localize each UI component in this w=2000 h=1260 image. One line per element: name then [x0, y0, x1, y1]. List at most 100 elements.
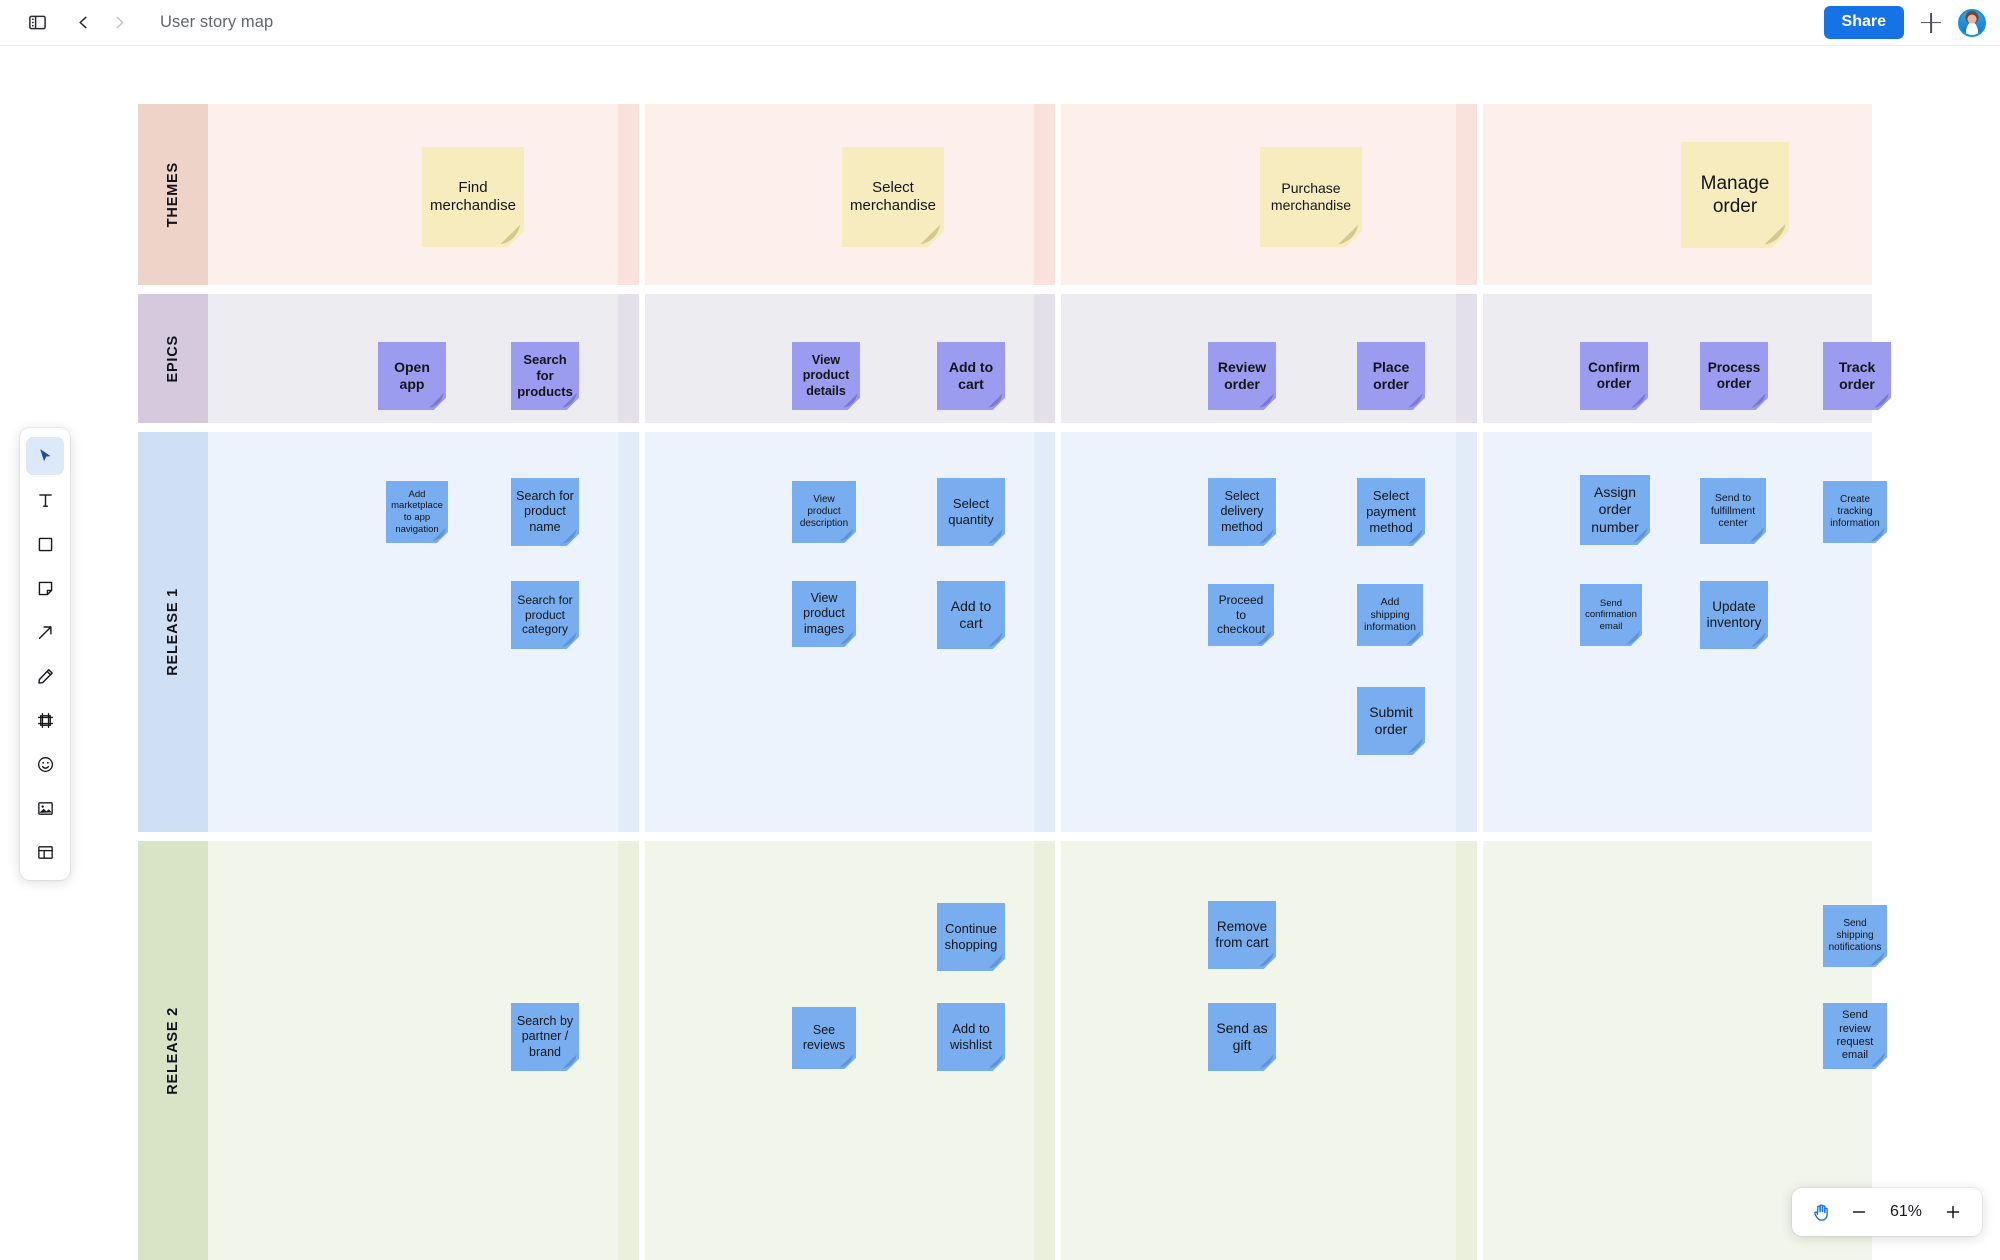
note-text: Add marketplace to app navigation	[391, 489, 443, 535]
note-text: Select merchandise	[847, 179, 939, 216]
story-note[interactable]: Add shipping information	[1357, 584, 1423, 646]
template-tool[interactable]	[26, 833, 64, 871]
note-text: Remove from cart	[1213, 919, 1271, 952]
select-tool[interactable]	[26, 437, 64, 475]
zoom-level[interactable]: 61%	[1880, 1203, 1932, 1221]
note-text: Search for product name	[516, 489, 574, 535]
story-note[interactable]: Create tracking information	[1823, 481, 1887, 543]
epic-note[interactable]: Add to cart	[937, 342, 1005, 410]
text-tool[interactable]	[26, 481, 64, 519]
note-text: Continue shopping	[942, 921, 1000, 953]
swimlane-body-themes[interactable]: Find merchandise Select merchandise Purcha…	[208, 104, 1872, 285]
story-note[interactable]: Assign order number	[1580, 475, 1650, 545]
story-note[interactable]: Proceed to checkout	[1208, 584, 1274, 646]
top-bar: User story map Share	[0, 0, 2000, 46]
epic-note[interactable]: Process order	[1700, 342, 1768, 410]
swimlane-themes[interactable]: THEMES Find merchandise Select merchandis…	[138, 104, 1872, 285]
image-tool[interactable]	[26, 789, 64, 827]
note-text: Add to cart	[942, 598, 1000, 632]
epic-note[interactable]: Search for products	[511, 342, 579, 410]
note-text: Track order	[1828, 359, 1886, 393]
story-note[interactable]: Search for product category	[511, 581, 579, 649]
story-note[interactable]: Select delivery method	[1208, 478, 1276, 546]
note-text: Add to wishlist	[942, 1021, 1000, 1053]
swimlane-label-epics[interactable]: EPICS	[138, 294, 208, 423]
note-text: Add shipping information	[1362, 596, 1418, 634]
note-text: View product images	[797, 591, 851, 637]
note-text: View product details	[797, 353, 855, 399]
avatar[interactable]	[1958, 9, 1986, 37]
theme-note[interactable]: Find merchandise	[422, 147, 524, 247]
epic-note[interactable]: Open app	[378, 342, 446, 410]
story-note[interactable]: Add marketplace to app navigation	[386, 481, 448, 543]
story-note[interactable]: Send as gift	[1208, 1003, 1276, 1071]
epic-note[interactable]: Confirm order	[1580, 342, 1648, 410]
swimlane-release-1[interactable]: RELEASE 1 Add marketplace to app navigat…	[138, 432, 1872, 832]
swimlane-epics[interactable]: EPICS Open app Search for products View pr…	[138, 294, 1872, 423]
sticky-note-tool[interactable]	[26, 569, 64, 607]
nav-forward-icon[interactable]	[104, 8, 134, 38]
note-text: Place order	[1362, 359, 1420, 393]
theme-note[interactable]: Select merchandise	[842, 147, 944, 247]
epic-note[interactable]: Track order	[1823, 342, 1891, 410]
note-text: Select delivery method	[1213, 489, 1271, 535]
sidebar-panel-icon[interactable]	[22, 8, 52, 38]
add-icon[interactable]	[1918, 10, 1944, 36]
top-bar-actions: Share	[1824, 6, 2000, 39]
page-title[interactable]: User story map	[160, 13, 273, 32]
swimlane-label-release-1[interactable]: RELEASE 1	[138, 432, 208, 832]
zoom-in-button[interactable]	[1936, 1195, 1970, 1229]
pen-tool[interactable]	[26, 657, 64, 695]
theme-note[interactable]: Purchase merchandise	[1260, 147, 1362, 247]
story-note[interactable]: Send shipping notifications	[1823, 905, 1887, 967]
epic-note[interactable]: Review order	[1208, 342, 1276, 410]
story-note[interactable]: Continue shopping	[937, 903, 1005, 971]
story-note[interactable]: Remove from cart	[1208, 901, 1276, 969]
story-note[interactable]: Update inventory	[1700, 581, 1768, 649]
note-text: Search by partner / brand	[516, 1014, 574, 1060]
note-text: Find merchandise	[427, 179, 519, 216]
story-note[interactable]: Send confirmation email	[1580, 584, 1642, 646]
story-note[interactable]: Search for product name	[511, 478, 579, 546]
story-note[interactable]: View product description	[792, 481, 856, 543]
epic-note[interactable]: Place order	[1357, 342, 1425, 410]
zoom-controls: 61%	[1792, 1188, 1982, 1236]
swimlane-body-epics[interactable]: Open app Search for products View product …	[208, 294, 1872, 423]
note-text: Search for products	[516, 352, 574, 400]
theme-note[interactable]: Manage order	[1681, 142, 1789, 248]
hand-pan-icon[interactable]	[1804, 1195, 1838, 1229]
swimlane-release-2[interactable]: RELEASE 2 Continue shopping Remove from c…	[138, 841, 1872, 1260]
share-button[interactable]: Share	[1824, 6, 1904, 39]
swimlane-label-themes[interactable]: THEMES	[138, 104, 208, 285]
story-note[interactable]: Select payment method	[1357, 478, 1425, 546]
note-text: Open app	[383, 359, 441, 393]
note-text: Purchase merchandise	[1265, 180, 1357, 214]
note-text: Select payment method	[1362, 488, 1420, 536]
story-note[interactable]: Search by partner / brand	[511, 1003, 579, 1071]
story-note[interactable]: Select quantity	[937, 478, 1005, 546]
connector-arrow-tool[interactable]	[26, 613, 64, 651]
story-map-canvas[interactable]: THEMES Find merchandise Select merchandis…	[0, 46, 2000, 1250]
note-text: Update inventory	[1705, 599, 1763, 632]
story-note[interactable]: See reviews	[792, 1007, 856, 1069]
emoji-tool[interactable]	[26, 745, 64, 783]
note-text: Submit order	[1362, 704, 1420, 738]
story-note[interactable]: Add to wishlist	[937, 1003, 1005, 1071]
story-note[interactable]: Add to cart	[937, 581, 1005, 649]
note-text: Create tracking information	[1828, 494, 1882, 531]
story-note[interactable]: View product images	[792, 581, 856, 647]
shape-rectangle-tool[interactable]	[26, 525, 64, 563]
note-text: Manage order	[1686, 172, 1784, 218]
story-note[interactable]: Send to fulfillment center	[1700, 478, 1766, 544]
epic-note[interactable]: View product details	[792, 342, 860, 410]
nav-back-icon[interactable]	[68, 8, 98, 38]
frame-tool[interactable]	[26, 701, 64, 739]
story-note[interactable]: Submit order	[1357, 687, 1425, 755]
note-text: Send to fulfillment center	[1705, 492, 1761, 530]
note-text: Send as gift	[1213, 1020, 1271, 1054]
zoom-out-button[interactable]	[1842, 1195, 1876, 1229]
story-note[interactable]: Send review request email	[1823, 1003, 1887, 1069]
swimlane-label-release-2[interactable]: RELEASE 2	[138, 841, 208, 1260]
